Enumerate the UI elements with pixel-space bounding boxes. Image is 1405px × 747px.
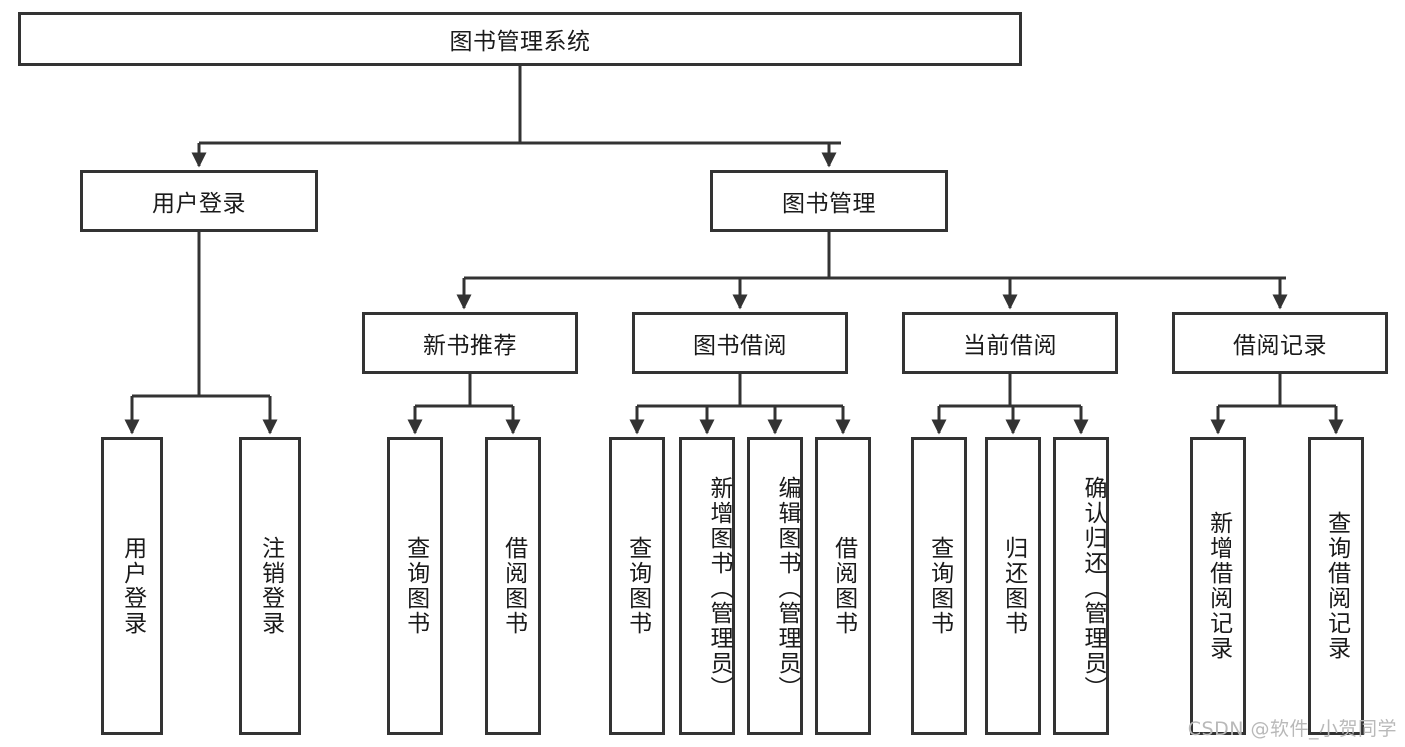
node-book-manage-label: 图书管理 (782, 191, 876, 217)
node-leaf-add-record[interactable]: 新增借阅记录 (1190, 437, 1246, 735)
node-leaf-return-book-label: 归还图书 (1000, 536, 1027, 636)
node-leaf-query-record[interactable]: 查询借阅记录 (1308, 437, 1364, 735)
node-borrow-record-label: 借阅记录 (1233, 333, 1327, 359)
node-book-manage[interactable]: 图书管理 (710, 170, 948, 232)
node-leaf-query-record-label: 查询借阅记录 (1323, 511, 1350, 661)
node-leaf-user-login[interactable]: 用户登录 (101, 437, 163, 735)
node-leaf-query-book-1[interactable]: 查询图书 (387, 437, 443, 735)
node-root-label: 图书管理系统 (449, 29, 591, 55)
node-new-book-recommend[interactable]: 新书推荐 (362, 312, 578, 374)
node-leaf-borrow-book-1[interactable]: 借阅图书 (485, 437, 541, 735)
node-new-book-recommend-label: 新书推荐 (423, 333, 517, 359)
node-leaf-user-login-label: 用户登录 (119, 536, 146, 636)
node-leaf-confirm-return-label: 确认归还（管理员） (1080, 475, 1106, 701)
node-leaf-query-book-3-label: 查询图书 (926, 536, 953, 636)
node-leaf-query-book-2-label: 查询图书 (624, 536, 651, 636)
node-current-borrow-label: 当前借阅 (963, 333, 1057, 359)
node-leaf-logout[interactable]: 注销登录 (239, 437, 301, 735)
node-leaf-add-book-label: 新增图书（管理员） (706, 475, 732, 701)
node-leaf-edit-book[interactable]: 编辑图书（管理员） (747, 437, 803, 735)
node-current-borrow[interactable]: 当前借阅 (902, 312, 1118, 374)
node-leaf-borrow-book-1-label: 借阅图书 (500, 536, 527, 636)
node-leaf-query-book-3[interactable]: 查询图书 (911, 437, 967, 735)
node-leaf-query-book-2[interactable]: 查询图书 (609, 437, 665, 735)
node-leaf-logout-label: 注销登录 (257, 536, 284, 636)
node-leaf-borrow-book-2[interactable]: 借阅图书 (815, 437, 871, 735)
node-leaf-return-book[interactable]: 归还图书 (985, 437, 1041, 735)
node-book-borrow[interactable]: 图书借阅 (632, 312, 848, 374)
node-leaf-confirm-return[interactable]: 确认归还（管理员） (1053, 437, 1109, 735)
node-user-login-label: 用户登录 (152, 191, 246, 217)
node-root[interactable]: 图书管理系统 (18, 12, 1022, 66)
node-leaf-borrow-book-2-label: 借阅图书 (830, 536, 857, 636)
watermark: CSDN @软件_小贺同学 (1187, 718, 1397, 740)
node-leaf-edit-book-label: 编辑图书（管理员） (774, 475, 800, 701)
node-borrow-record[interactable]: 借阅记录 (1172, 312, 1388, 374)
node-leaf-add-record-label: 新增借阅记录 (1205, 511, 1232, 661)
node-leaf-query-book-1-label: 查询图书 (402, 536, 429, 636)
node-book-borrow-label: 图书借阅 (693, 333, 787, 359)
node-user-login[interactable]: 用户登录 (80, 170, 318, 232)
node-leaf-add-book[interactable]: 新增图书（管理员） (679, 437, 735, 735)
